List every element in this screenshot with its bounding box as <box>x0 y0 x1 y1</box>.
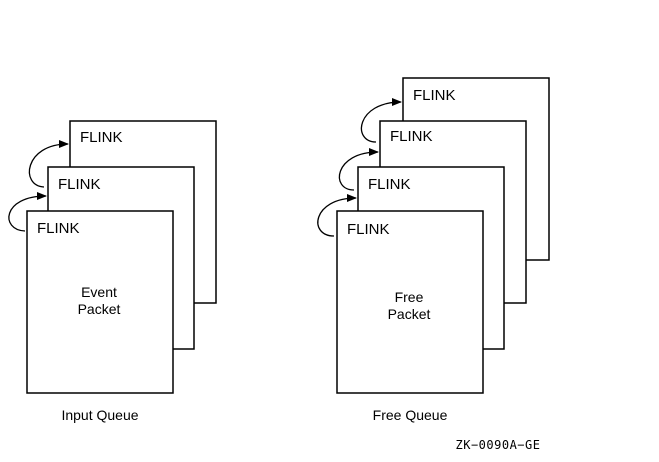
packet-label-line2: Packet <box>78 301 121 317</box>
queue-caption: Free Queue <box>373 407 448 423</box>
link-arrow <box>360 98 402 143</box>
flink-label: FLINK <box>347 221 390 238</box>
input-queue: FLINK FLINK FLINK Event Packet Input Que… <box>8 120 217 423</box>
flink-label: FLINK <box>390 128 433 145</box>
flink-label: FLINK <box>37 220 80 237</box>
link-arrow <box>317 194 357 237</box>
input-packet-1: FLINK Event Packet <box>26 210 174 394</box>
queue-caption: Input Queue <box>61 407 138 423</box>
flink-label: FLINK <box>80 129 123 146</box>
free-packet-1: FLINK Free Packet <box>336 210 484 394</box>
link-arrow <box>28 140 69 188</box>
link-arrow <box>338 148 379 191</box>
flink-label: FLINK <box>413 87 456 104</box>
flink-label: FLINK <box>58 176 101 193</box>
link-arrow <box>8 192 47 232</box>
free-queue: FLINK FLINK FLINK FLINK Free Packet Free… <box>317 77 550 423</box>
packet-label-line1: Event <box>81 284 117 300</box>
flink-label: FLINK <box>368 176 411 193</box>
packet-label-line1: Free <box>395 289 424 305</box>
packet-label-line2: Packet <box>388 306 431 322</box>
figure-code: ZK−0090A−GE <box>456 438 541 452</box>
